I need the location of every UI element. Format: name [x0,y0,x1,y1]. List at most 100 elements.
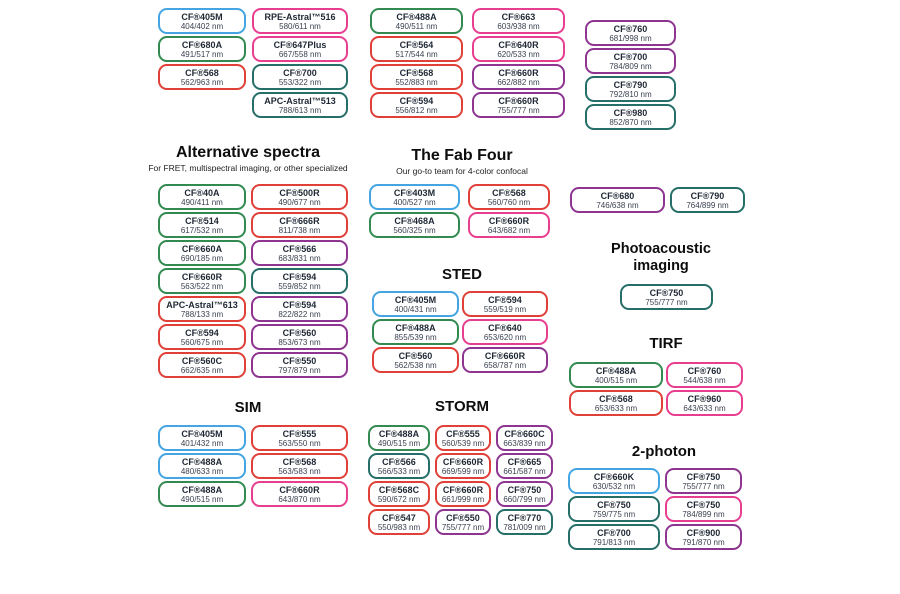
dye-wavelengths: 404/402 nm [180,21,224,31]
dye-name: CF®500R [279,187,320,198]
dye-name: CF®647Plus [273,39,327,50]
dye-wavelengths: 603/938 nm [497,21,540,31]
section-title-alternative-spectra: Alternative spectra [175,144,321,161]
dye-name: CF®760 [613,23,648,34]
dye-name: CF®405M [181,428,223,439]
photoacoustic-column-1: CF®750 755/777 nm [620,284,713,310]
dye-wavelengths: 617/532 nm [180,225,224,235]
dye-name: CF®555 [282,428,317,439]
dye-wavelengths: 560/539 nm [441,438,485,448]
dye-name: CF®660A [181,243,223,254]
dye-chip-cf-790: CF®790 792/810 nm [585,76,676,102]
dye-chip-cf-564: CF®564 517/544 nm [370,36,463,62]
dye-chip-cf-560: CF®560 562/538 nm [372,347,459,373]
dye-name: CF®750 [686,471,721,482]
dye-chip-cf-555: CF®555 560/539 nm [435,425,491,451]
dye-wavelengths: 755/777 nm [645,297,688,307]
dye-chip-cf-488a: CF®488A 490/511 nm [370,8,463,34]
dye-wavelengths: 559/852 nm [278,281,321,291]
dye-chip-cf-750: CF®750 660/799 nm [496,481,553,507]
dye-name: CF®680 [600,190,635,201]
dye-wavelengths: 791/813 nm [592,537,636,547]
dye-name: CF®405M [394,294,437,305]
dye-wavelengths: 755/777 nm [682,481,725,491]
section-title-storm: STORM [435,398,489,415]
section-subtitle-alternative-spectra: For FRET, multispectral imaging, or othe… [148,163,348,173]
dye-wavelengths: 490/511 nm [395,21,438,31]
section-header-photoacoustic: Photoacoustic imaging [605,241,717,275]
dye-wavelengths: 663/839 nm [503,438,546,448]
dye-name: CF®488A [181,456,223,467]
dye-name: CF®700 [613,51,648,62]
dye-wavelengths: 690/185 nm [180,253,224,263]
dye-wavelengths: 792/810 nm [609,89,652,99]
dye-wavelengths: 400/431 nm [394,304,437,314]
dye-wavelengths: 643/682 nm [487,225,531,235]
dye-name: CF®594 [282,299,317,310]
dye-name: CF®700 [597,527,631,538]
alternative-spectra-column-1: CF®40A 490/411 nm CF®514 617/532 nm CF®6… [158,184,246,378]
dye-wavelengths: 667/558 nm [278,49,322,59]
dye-chip-cf-500r: CF®500R 490/677 nm [251,184,348,210]
dye-name: CF®594 [185,327,219,338]
dye-name: CF®660R [442,456,484,467]
dye-chip-cf-660r: CF®660R 563/522 nm [158,268,246,294]
dye-wavelengths: 517/544 nm [395,49,438,59]
dye-chip-cf-594: CF®594 559/519 nm [462,291,548,317]
section-header-sted: STED [392,266,532,283]
dye-chip-cf-594: CF®594 560/675 nm [158,324,246,350]
dye-chip-cf-568: CF®568 563/583 nm [251,453,348,479]
dye-chip-cf-660k: CF®660K 630/532 nm [568,468,660,494]
dye-chip-cf-770: CF®770 781/009 nm [496,509,553,535]
dye-name: CF®550 [446,512,480,523]
dye-name: CF®660R [279,484,320,495]
dye-chip-cf-594: CF®594 822/822 nm [251,296,348,322]
dye-chip-cf-514: CF®514 617/532 nm [158,212,246,238]
dye-wavelengths: 556/812 nm [395,105,438,115]
dye-chip-cf-405m: CF®405M 401/432 nm [158,425,246,451]
dye-wavelengths: 630/532 nm [592,481,636,491]
section-title-sted: STED [441,266,482,283]
dye-wavelengths: 755/777 nm [497,105,540,115]
dye-wavelengths: 755/777 nm [441,522,485,532]
section-title-fab-four: The Fab Four [411,147,513,164]
dye-chip-cf-488a: CF®488A 855/539 nm [372,319,459,345]
dye-chip-cf-640r: CF®640R 620/533 nm [472,36,565,62]
dye-wavelengths: 490/515 nm [377,438,421,448]
dye-name: CF®660R [498,67,539,78]
dye-chip-cf-750: CF®750 755/777 nm [620,284,713,310]
section-title-tirf: TIRF [649,335,683,352]
section-header-fab-four: The Fab Four Our go-to team for 4-color … [352,147,572,177]
dye-name: CF®514 [185,215,219,226]
dye-wavelengths: 566/533 nm [377,466,421,476]
dye-name: CF®40A [184,187,220,198]
dye-wavelengths: 544/638 nm [683,375,726,385]
dye-chip-cf-566: CF®566 683/831 nm [251,240,348,266]
dye-chip-cf-566: CF®566 566/533 nm [368,453,430,479]
dye-name: CF®760 [687,365,722,376]
dye-name: CF®594 [488,294,522,305]
dye-wavelengths: 560/325 nm [393,225,436,235]
top-dye-column-1: CF®405M 404/402 nm CF®680A 491/517 nm CF… [158,8,246,90]
dye-wavelengths: 400/527 nm [393,197,436,207]
dye-wavelengths: 784/899 nm [682,509,725,519]
dye-name: CF®403M [393,187,436,198]
dye-chip-cf-568: CF®568 560/760 nm [468,184,550,210]
dye-wavelengths: 764/899 nm [686,200,729,210]
dye-name: CF®680A [181,39,223,50]
dye-chip-rpe-astral-516: RPE-Astral™516 580/611 nm [252,8,348,34]
dye-wavelengths: 490/411 nm [181,197,223,207]
right-dye-pair-column-2: CF®790 764/899 nm [670,187,745,213]
dye-wavelengths: 490/677 nm [278,197,321,207]
dye-chip-cf-488a: CF®488A 480/633 nm [158,453,246,479]
dye-wavelengths: 662/882 nm [497,77,540,87]
section-header-2-photon: 2-photon [604,443,724,460]
dye-wavelengths: 491/517 nm [180,49,224,59]
section-header-alternative-spectra: Alternative spectra For FRET, multispect… [128,144,368,174]
dye-name: CF®568C [378,484,420,495]
dye-chip-cf-560: CF®560 853/673 nm [251,324,348,350]
section-title-photoacoustic: Photoacoustic imaging [611,241,711,274]
dye-chip-cf-40a: CF®40A 490/411 nm [158,184,246,210]
dye-name: APC-Astral™613 [166,299,238,310]
dye-chip-cf-568: CF®568 562/963 nm [158,64,246,90]
